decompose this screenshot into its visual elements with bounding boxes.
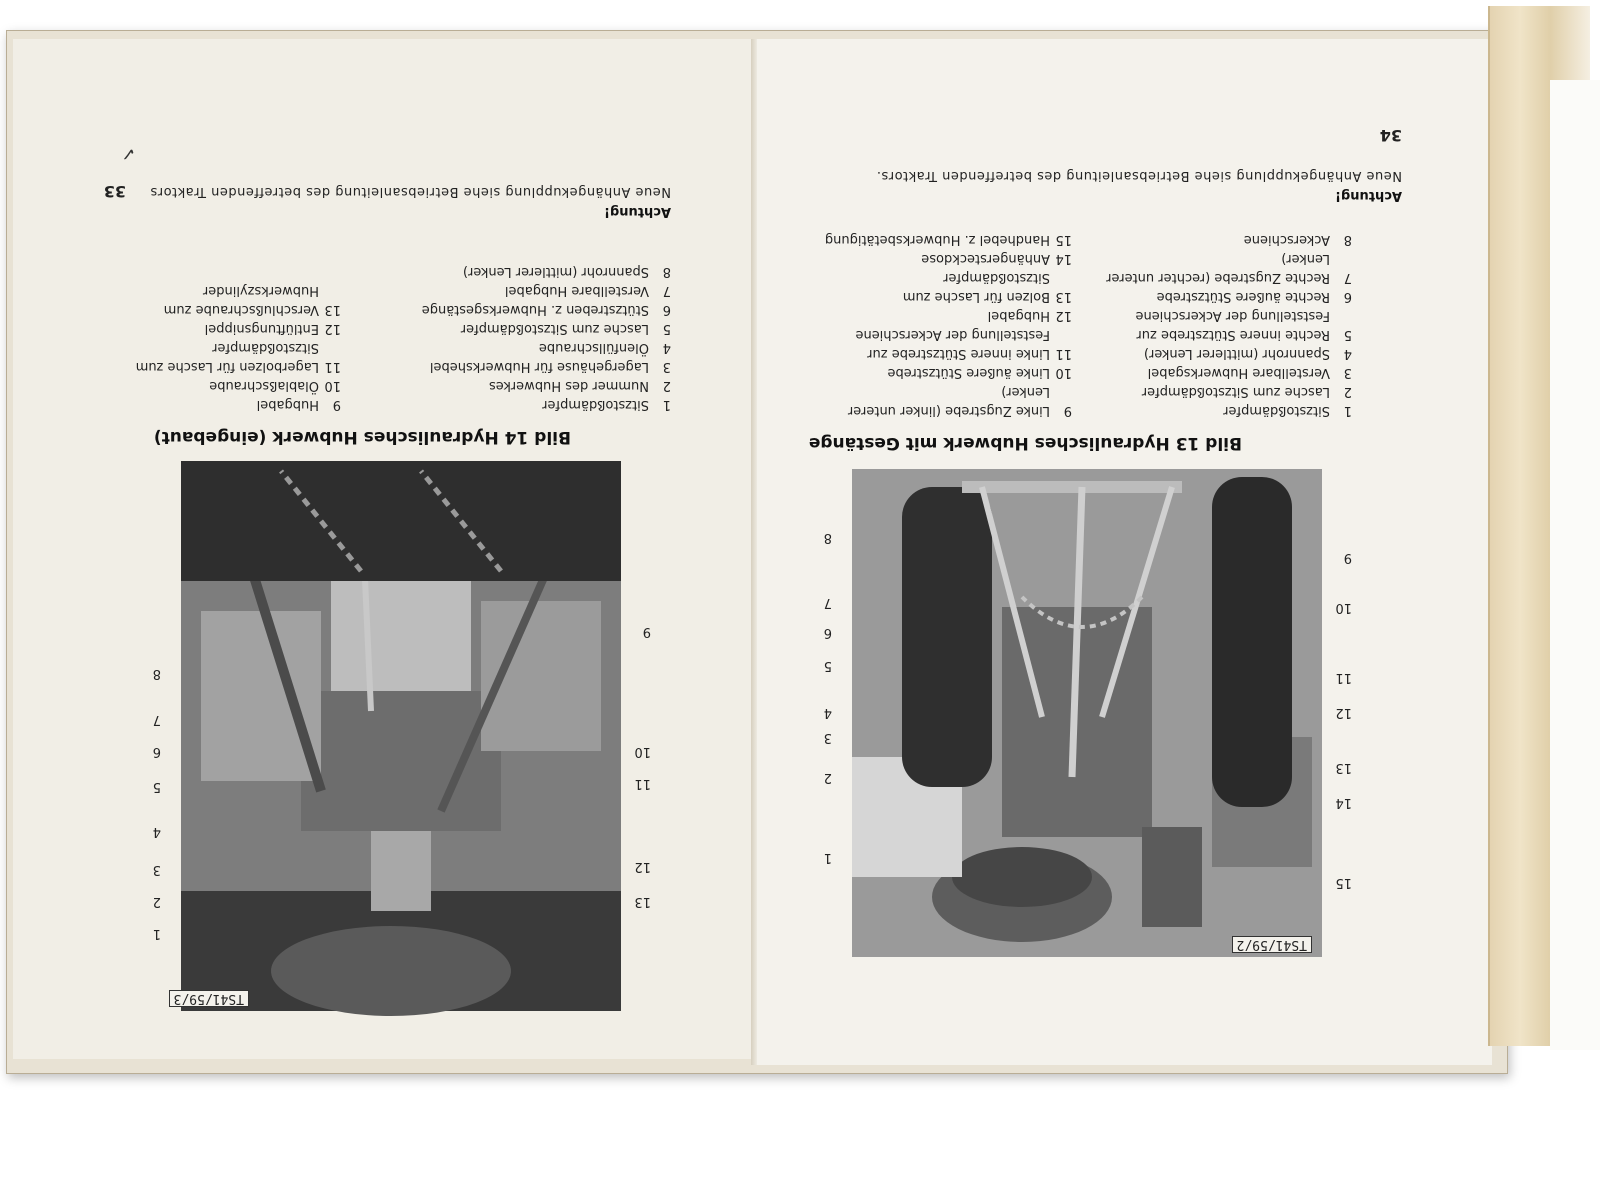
- right-callout-13: 13: [1335, 760, 1352, 775]
- left-callout-7: 7: [152, 712, 161, 727]
- left-photo-code: TS41/59/3: [168, 990, 249, 1007]
- right-callout-15: 15: [1335, 875, 1352, 890]
- right-callout-9: 9: [1343, 550, 1352, 565]
- pencil-mark-icon: ✓: [120, 143, 136, 164]
- right-callout-8: 8: [823, 530, 832, 545]
- left-callout-12: 12: [634, 859, 651, 874]
- left-callout-11: 11: [634, 776, 651, 791]
- page-gutter: [751, 39, 759, 1065]
- left-callout-4: 4: [152, 824, 161, 839]
- right-callout-10: 10: [1335, 600, 1352, 615]
- left-callout-13: 13: [634, 894, 651, 909]
- right-callout-5: 5: [823, 658, 832, 673]
- right-callout-3: 3: [823, 730, 832, 745]
- left-callout-2: 2: [152, 894, 161, 909]
- left-callout-5: 5: [152, 779, 161, 794]
- left-callout-10: 10: [634, 744, 651, 759]
- tractor-hydraulic-photo: [181, 461, 621, 1016]
- left-note-text: Neue Anhängekupplung siehe Betriebsanlei…: [149, 184, 671, 199]
- right-callout-12: 12: [1335, 705, 1352, 720]
- right-figure-title: Bild 13 Hydraulisches Hubwerk mit Gestän…: [808, 433, 1242, 453]
- right-note-heading: Achtung!: [1335, 188, 1402, 203]
- left-callout-8: 8: [152, 666, 161, 681]
- left-callout-9: 9: [642, 624, 651, 639]
- right-figure-photo: TS41/59/2: [852, 469, 1322, 957]
- right-callout-11: 11: [1335, 670, 1352, 685]
- left-page: TS41/59/3 1 2 3 4 5 6 7 8 9 10 11 12 13 …: [13, 39, 751, 1059]
- left-callout-6: 6: [152, 744, 161, 759]
- right-page-number: 34: [1379, 126, 1402, 145]
- right-photo-code: TS41/59/2: [1231, 936, 1312, 953]
- left-page-number: 33: [103, 182, 126, 201]
- right-callout-2: 2: [823, 770, 832, 785]
- tractor-linkage-photo: [852, 469, 1322, 957]
- page-edge-highlight: [1550, 80, 1600, 1050]
- right-callout-1: 1: [823, 850, 832, 865]
- left-note-heading: Achtung!: [604, 204, 671, 219]
- left-figure-photo: TS41/59/3: [168, 461, 621, 1016]
- left-callout-1: 1: [152, 926, 161, 941]
- right-callout-6: 6: [823, 625, 832, 640]
- booklet-spread: TS41/59/3 1 2 3 4 5 6 7 8 9 10 11 12 13 …: [6, 30, 1508, 1074]
- left-page-content: TS41/59/3 1 2 3 4 5 6 7 8 9 10 11 12 13 …: [13, 39, 751, 1059]
- right-page: TS41/59/2 1 2 3 4 5 6 7 8 9 10 11 12 13 …: [757, 39, 1492, 1065]
- right-page-content: TS41/59/2 1 2 3 4 5 6 7 8 9 10 11 12 13 …: [757, 39, 1492, 1065]
- left-callout-3: 3: [152, 862, 161, 877]
- left-figure-title: Bild 14 Hydraulisches Hubwerk (eingebaut…: [153, 427, 571, 447]
- right-note-text: Neue Anhängekupplung siehe Betriebsanlei…: [876, 168, 1402, 183]
- right-callout-4: 4: [823, 705, 832, 720]
- right-callout-14: 14: [1335, 795, 1352, 810]
- right-callout-7: 7: [823, 595, 832, 610]
